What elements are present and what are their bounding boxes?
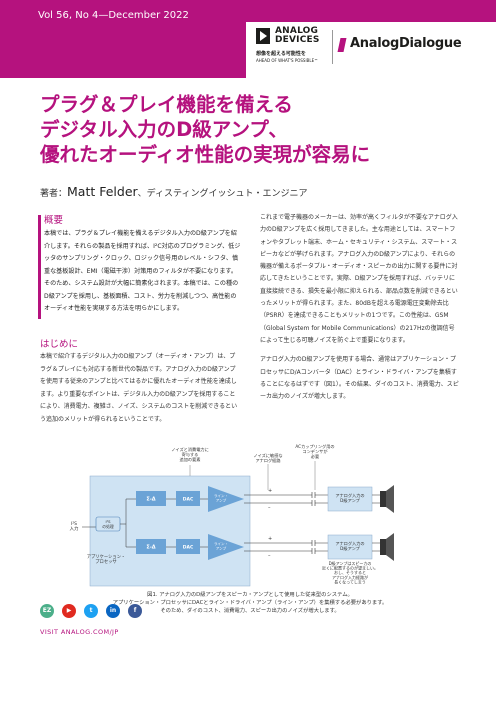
- svg-text:+: +: [268, 536, 272, 542]
- analog-dialogue-icon: [337, 38, 347, 52]
- author-role: 、ディスティングイッシュト・エンジニア: [137, 189, 308, 199]
- figure-caption: 図1. アナログ入力のD級アンプをスピーカ・アンプとして使用した従来型のシステム…: [40, 591, 460, 615]
- linkedin-icon[interactable]: in: [106, 604, 120, 618]
- company-tagline-jp: 想像を超える可能性を: [256, 51, 306, 57]
- intro-text: 本稿で紹介するデジタル入力のD級アンプ（オーディオ・アンプ）は、プラグ＆プレイに…: [40, 353, 238, 423]
- class-d-amp-1: [327, 486, 373, 512]
- publication-name: AnalogDialogue: [350, 36, 462, 51]
- brand-box: ANALOG DEVICES 想像を超える可能性を AHEAD OF WHAT'…: [246, 22, 496, 78]
- figure-1-diagram: ノイズと消費電力に寄与する追加の要素 ノイズに敏感なアナログ経路 ACカップリン…: [70, 443, 394, 587]
- author-name: Matt Felder: [67, 184, 138, 199]
- dac-block-1: [176, 491, 200, 506]
- author-prefix: 著者：: [40, 189, 68, 199]
- issue-volume: Vol 56, No 4—December 2022: [38, 10, 189, 21]
- title-line-3: 優れたオーディオ性能の実現が容易に: [40, 143, 371, 166]
- svg-text:DAC: DAC: [183, 497, 194, 503]
- article-title: プラグ＆プレイ機能を備える デジタル入力のD級アンプ、 優れたオーディオ性能の実…: [40, 92, 470, 167]
- speaker-2: [380, 539, 386, 555]
- svg-text:ライン・アンプ: ライン・アンプ: [214, 541, 228, 551]
- intro-heading: はじめに: [40, 339, 79, 350]
- right-column: これまで電子機器のメーカーは、効率が高くフィルタが不要なアナログ入力のD級アンプ…: [260, 212, 460, 410]
- company-tagline-en: AHEAD OF WHAT'S POSSIBLE™: [256, 58, 319, 63]
- line-amp-1: [208, 486, 244, 512]
- abstract-heading: 概要: [44, 215, 64, 226]
- fig-label-ac-cap: ACカップリング用のコンデンサが必要: [295, 443, 334, 460]
- author-line: 著者：Matt Felder、ディスティングイッシュト・エンジニア: [40, 184, 308, 199]
- speaker-1: [380, 491, 386, 507]
- fig-label-analog-path: ノイズに敏感なアナログ経路: [253, 452, 282, 464]
- company-name: ANALOG DEVICES: [275, 27, 320, 45]
- sigma-delta-block-2: [136, 539, 166, 554]
- fig-label-processor: アプリケーション・プロセッサ: [87, 553, 126, 565]
- svg-text:DAC: DAC: [183, 545, 194, 551]
- facebook-icon[interactable]: f: [128, 604, 142, 618]
- right-column-paragraph-2: アナログ入力のD級アンプを使用する場合、通常はアプリケーション・プロセッサにD/…: [260, 356, 459, 401]
- title-line-2: デジタル入力のD級アンプ、: [40, 118, 288, 141]
- dac-block-2: [176, 539, 200, 554]
- svg-text:アナログ入力のD級アンプ: アナログ入力のD級アンプ: [335, 540, 364, 552]
- company-name-line1: ANALOG: [275, 26, 319, 36]
- caption-line-2: アプリケーション・プロセッサにDACとライン・ドライバ・アンプ（ライン・アンプ）…: [112, 600, 388, 606]
- masthead: Vol 56, No 4—December 2022 ANALOG DEVICE…: [0, 0, 496, 78]
- fig-label-speaker-note: D級アンプはスピーカの近くに配置するのが望ましい。おし、そうするとアナログ入力経…: [322, 560, 378, 584]
- right-column-paragraph-1: これまで電子機器のメーカーは、効率が高くフィルタが不要なアナログ入力のD級アンプ…: [260, 214, 458, 344]
- caption-line-3: そのため、ダイのコスト、消費電力、スピーカ出力のノイズが増大します。: [160, 608, 340, 614]
- visit-link[interactable]: VISIT ANALOG.COM/JP: [40, 628, 119, 636]
- svg-text:ライン・アンプ: ライン・アンプ: [214, 493, 228, 503]
- svg-text:Σ-Δ: Σ-Δ: [146, 497, 155, 503]
- svg-text:–: –: [268, 553, 271, 559]
- class-d-amp-2: [327, 534, 373, 560]
- caption-line-1: 図1. アナログ入力のD級アンプをスピーカ・アンプとして使用した従来型のシステム…: [147, 592, 353, 598]
- brand-divider: [332, 30, 333, 64]
- abstract-accent-bar: [38, 215, 41, 319]
- company-name-line2: DEVICES: [275, 35, 320, 45]
- twitter-icon[interactable]: t: [84, 604, 98, 618]
- title-line-1: プラグ＆プレイ機能を備える: [40, 93, 293, 116]
- abstract-text: 本稿では、プラグ＆プレイ機能を備えるデジタル入力のD級アンプを紹介します。それら…: [44, 230, 241, 312]
- svg-text:アナログ入力のD級アンプ: アナログ入力のD級アンプ: [335, 492, 364, 504]
- fig-label-extra-elements: ノイズと消費電力に寄与する追加の要素: [171, 446, 209, 463]
- youtube-icon[interactable]: ▶: [62, 604, 76, 618]
- adi-logo-icon: [256, 28, 270, 44]
- svg-text:Σ-Δ: Σ-Δ: [146, 545, 155, 551]
- svg-text:–: –: [268, 505, 271, 511]
- sigma-delta-block-1: [136, 491, 166, 506]
- abstract: 概要 本稿では、プラグ＆プレイ機能を備えるデジタル入力のD級アンプを紹介します。…: [44, 212, 241, 316]
- svg-text:+: +: [268, 488, 272, 494]
- ez-icon[interactable]: EZ: [40, 604, 54, 618]
- line-amp-2: [208, 534, 244, 560]
